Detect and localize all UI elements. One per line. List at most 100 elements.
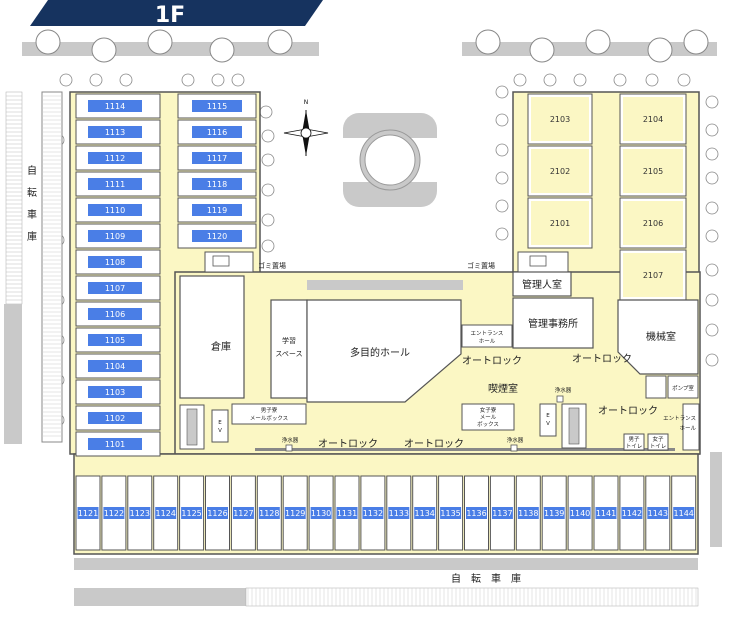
room-number: 1137 xyxy=(492,509,512,518)
room-badge xyxy=(623,97,683,141)
tree-small xyxy=(231,73,245,87)
room-badge xyxy=(310,507,332,519)
room-badge xyxy=(192,126,242,138)
female-toilet-label-1: 女子 xyxy=(652,435,664,443)
bike-label-left-2: 転 xyxy=(27,187,37,199)
room-badge xyxy=(88,100,142,112)
tree-large xyxy=(209,37,235,63)
tree-small xyxy=(211,73,225,87)
pump-room-label: ポンプ室 xyxy=(672,384,694,392)
study-label-2: スペース xyxy=(275,350,302,358)
hall-label: 多目的ホール xyxy=(350,346,410,359)
room-badge xyxy=(466,507,487,519)
pump-room xyxy=(667,375,699,399)
room-number: 1113 xyxy=(105,128,125,137)
room-number: 1144 xyxy=(674,509,694,518)
tree-small xyxy=(261,183,275,197)
bike-label-left-1: 自 xyxy=(27,164,37,177)
room-number: 1115 xyxy=(207,102,227,111)
rooms-left-wing-west: 1114111311121111111011091108110711061105… xyxy=(75,93,161,457)
bike-stripes-left xyxy=(6,95,22,301)
room-number: 2103 xyxy=(550,115,570,124)
machine-room xyxy=(617,299,699,375)
room-number: 1109 xyxy=(105,232,125,241)
room-badge xyxy=(388,507,410,519)
tree-small xyxy=(495,199,509,213)
tree-small xyxy=(59,73,73,87)
multipurpose-hall xyxy=(306,299,462,403)
room-number: 1136 xyxy=(466,509,486,518)
room-badge xyxy=(336,507,358,519)
garbage-label-right: ゴミ置場 xyxy=(467,261,495,270)
room-badge xyxy=(88,204,142,216)
room-number: 1120 xyxy=(207,232,227,241)
room-badge xyxy=(88,438,142,450)
room-number: 1116 xyxy=(207,128,227,137)
room-number: 1104 xyxy=(105,362,125,371)
room-number: 1105 xyxy=(105,336,125,345)
room-number: 1143 xyxy=(648,509,668,518)
entrance-hall-2-label-a: エントランス xyxy=(663,415,696,422)
garbage-label-left: ゴミ置場 xyxy=(258,261,286,270)
female-mail-label-3: ボックス xyxy=(477,420,499,428)
room-badge xyxy=(531,97,589,141)
bike-label-bottom: 自 転 車 庫 xyxy=(451,572,521,585)
bike-stripes-left-2 xyxy=(42,95,62,437)
room-number: 1140 xyxy=(570,509,590,518)
room-number: 1141 xyxy=(596,509,616,518)
room-badge xyxy=(258,507,280,519)
room-number: 1124 xyxy=(156,509,176,518)
room-badge xyxy=(88,334,142,346)
bike-stripes-bottom xyxy=(247,588,697,606)
water-label-2: 浄水器 xyxy=(555,386,572,394)
tree-small xyxy=(573,73,587,87)
tree-small xyxy=(495,143,509,157)
room-badge xyxy=(517,507,539,519)
room-number: 1106 xyxy=(105,310,125,319)
tree-small xyxy=(543,73,557,87)
female-toilet xyxy=(647,433,669,451)
stairs-right-core xyxy=(568,407,580,445)
female-toilet-label-2: トイレ xyxy=(650,444,667,450)
tree-large xyxy=(147,29,173,55)
room-number: 1133 xyxy=(389,509,409,518)
room-badge xyxy=(543,507,565,519)
room-badge xyxy=(531,149,589,193)
storage-room xyxy=(179,275,245,399)
room-badge xyxy=(207,507,228,519)
elevator-left xyxy=(211,409,229,443)
tree-small xyxy=(495,171,509,185)
ev-right-label-2: V xyxy=(546,421,550,427)
room-badge xyxy=(192,204,242,216)
central-plaza xyxy=(343,113,437,207)
room-number: 1131 xyxy=(337,509,357,518)
male-mail-label-1: 男子寮 xyxy=(261,406,278,414)
tree-small xyxy=(677,73,691,87)
room-number: 1112 xyxy=(105,154,125,163)
garbage-bin-right xyxy=(529,255,547,267)
room-number: 1118 xyxy=(207,180,227,189)
room-badge xyxy=(491,507,513,519)
room-number: 1130 xyxy=(311,509,331,518)
room-badge xyxy=(623,149,683,193)
room-badge xyxy=(88,308,142,320)
tree-small xyxy=(261,239,275,253)
room-badge xyxy=(284,507,306,519)
room-number: 2104 xyxy=(643,115,663,124)
room-badge xyxy=(192,152,242,164)
room-number: 1123 xyxy=(130,509,150,518)
room-badge xyxy=(595,507,617,519)
tree-small xyxy=(181,73,195,87)
manager-room-label: 管理人室 xyxy=(522,278,562,291)
entrance-hall-2-label-b: ホール xyxy=(679,425,696,432)
machine-room-label: 機械室 xyxy=(646,330,676,343)
room-badge xyxy=(88,178,142,190)
room-badge xyxy=(531,201,589,245)
room-badge xyxy=(77,507,99,519)
room-cell xyxy=(177,197,257,223)
female-mail-label-1: 女子寮 xyxy=(480,406,497,414)
room-badge xyxy=(569,507,591,519)
room-number: 1103 xyxy=(105,388,125,397)
